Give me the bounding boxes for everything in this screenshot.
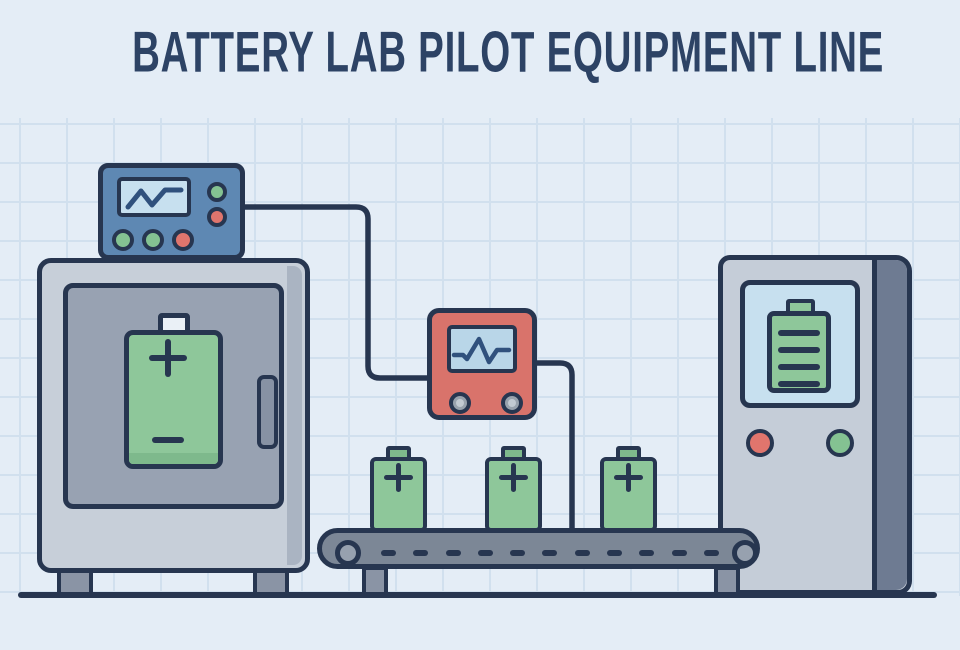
indicator-light-icon bbox=[826, 429, 854, 457]
plus-icon bbox=[396, 463, 401, 492]
indicator-light-icon bbox=[207, 182, 227, 202]
battery-icon bbox=[600, 446, 657, 532]
conveyor-belt bbox=[317, 528, 760, 569]
test-station bbox=[718, 255, 912, 595]
battery-body bbox=[485, 457, 542, 532]
controller-screen bbox=[117, 177, 191, 217]
indicator-light-icon bbox=[172, 229, 194, 251]
waveform-icon bbox=[125, 187, 184, 210]
process-controller bbox=[98, 163, 245, 260]
indicator-light-icon bbox=[142, 229, 164, 251]
station-side-panel bbox=[872, 260, 907, 590]
monitor-screen bbox=[447, 325, 517, 373]
charge-bar bbox=[778, 364, 820, 370]
plus-icon bbox=[165, 339, 171, 377]
chamber-side-shade bbox=[287, 266, 302, 565]
plus-icon bbox=[626, 463, 631, 492]
charge-bar bbox=[778, 330, 820, 336]
wire-controller-to-monitor bbox=[242, 204, 435, 381]
ground-line bbox=[18, 592, 937, 598]
pulse-icon bbox=[451, 336, 512, 365]
battery-body bbox=[600, 457, 657, 532]
pulse-monitor bbox=[427, 308, 537, 420]
door-handle bbox=[257, 375, 278, 449]
roller-icon bbox=[335, 540, 361, 566]
knob-icon bbox=[449, 392, 471, 414]
battery-icon bbox=[124, 330, 223, 469]
plus-icon bbox=[511, 463, 516, 492]
knob-icon bbox=[501, 392, 523, 414]
roller-icon bbox=[732, 540, 758, 566]
title-bar: BATTERY LAB PILOT EQUIPMENT LINE bbox=[0, 20, 960, 85]
charge-bar bbox=[778, 381, 820, 387]
indicator-light-icon bbox=[207, 207, 227, 227]
indicator-light-icon bbox=[112, 229, 134, 251]
minus-icon bbox=[152, 437, 184, 443]
page-title: BATTERY LAB PILOT EQUIPMENT LINE bbox=[132, 21, 885, 85]
station-screen bbox=[740, 280, 860, 408]
battery-icon bbox=[370, 446, 427, 532]
indicator-light-icon bbox=[746, 429, 774, 457]
battery-shade bbox=[129, 453, 218, 464]
charge-bar bbox=[778, 347, 820, 353]
battery-icon bbox=[485, 446, 542, 532]
belt-treads bbox=[381, 550, 719, 556]
environmental-chamber bbox=[37, 258, 310, 573]
battery-body bbox=[370, 457, 427, 532]
charge-level-icon bbox=[767, 311, 831, 393]
wire-monitor-to-belt bbox=[532, 360, 575, 537]
